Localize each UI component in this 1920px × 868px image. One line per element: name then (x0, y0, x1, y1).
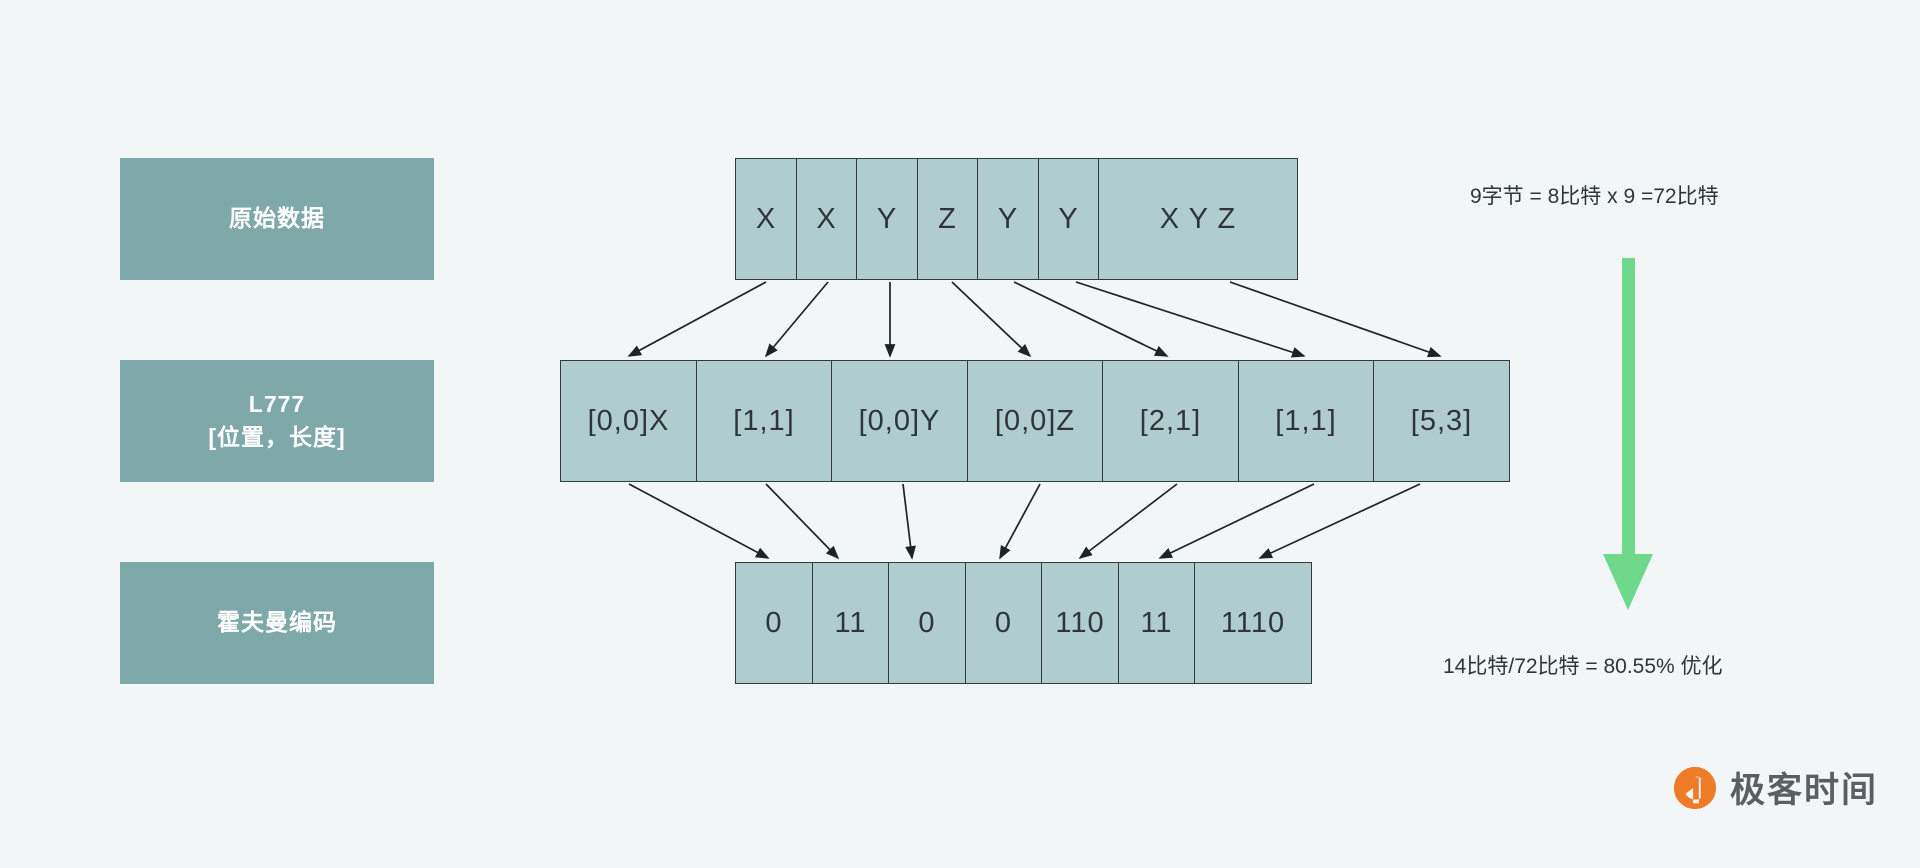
cell-huffman-1: 11 (811, 562, 890, 684)
annotation-original-size: 9字节 = 8比特 x 9 =72比特 (1470, 185, 1719, 208)
geekbang-logo-icon (1673, 766, 1717, 809)
stage-label-original-text: 原始数据 (229, 205, 325, 232)
stage-label-original-data: 原始数据 (120, 158, 434, 280)
cell-original-6: X Y Z (1098, 158, 1298, 280)
cell-huffman-4: 110 (1041, 562, 1119, 684)
cell-huffman-5: 11 (1117, 562, 1196, 684)
cell-lz77-5: [1,1] (1237, 360, 1375, 482)
cell-lz77-6: [5,3] (1373, 360, 1510, 482)
cell-original-4: Y (977, 158, 1039, 280)
cell-huffman-2: 0 (888, 562, 966, 684)
cell-lz77-1: [1,1] (695, 360, 833, 482)
cell-huffman-6: 1110 (1194, 562, 1312, 684)
cell-original-1: X (795, 158, 858, 280)
stage-label-lz77: L777 [位置，长度] (120, 360, 434, 482)
connectors-lz77-to-huffman (628, 483, 1421, 560)
stage-label-huffman-text: 霍夫曼编码 (217, 609, 337, 636)
cell-original-5: Y (1037, 158, 1100, 280)
cell-lz77-3: [0,0]Z (966, 360, 1104, 482)
cell-lz77-4: [2,1] (1102, 360, 1239, 482)
stage-label-huffman: 霍夫曼编码 (120, 562, 434, 684)
cell-original-3: Z (916, 158, 979, 280)
flow-down-arrow-icon (1603, 258, 1653, 610)
stage-label-lz77-title: L777 (248, 390, 306, 417)
cell-huffman-0: 0 (735, 562, 813, 684)
annotation-compression-ratio: 14比特/72比特 = 80.55% 优化 (1443, 655, 1723, 678)
stage-label-lz77-subtitle: [位置，长度] (208, 424, 346, 450)
row-lz77-encoded: [0,0]X[1,1][0,0]Y[0,0]Z[2,1][1,1][5,3] (560, 360, 1510, 482)
cell-lz77-0: [0,0]X (560, 360, 697, 482)
connectors-original-to-lz77 (627, 281, 1442, 358)
cell-huffman-3: 0 (964, 562, 1043, 684)
watermark-brand: 极客时间 (1730, 771, 1879, 810)
cell-lz77-2: [0,0]Y (831, 360, 968, 482)
cell-original-2: Y (856, 158, 918, 280)
watermark: 极客时间 (1672, 762, 1878, 813)
cell-original-0: X (735, 158, 797, 280)
